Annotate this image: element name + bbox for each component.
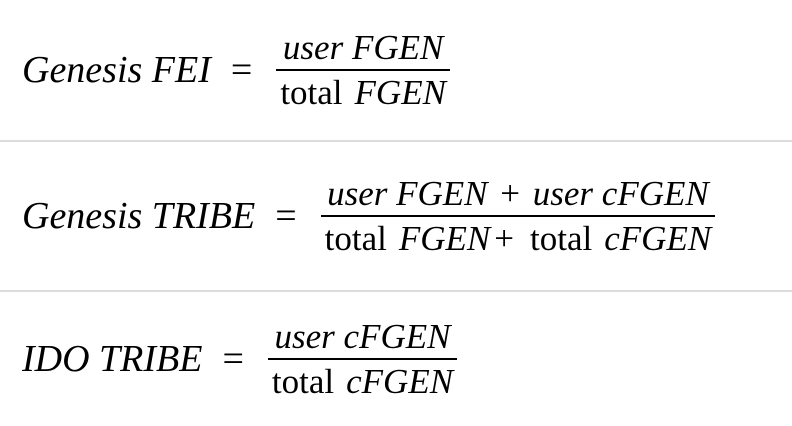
formula-genesis-tribe: Genesis TRIBE = user FGEN + user cFGEN t… bbox=[22, 173, 716, 258]
plus-sign: + bbox=[494, 218, 515, 258]
fraction-bar bbox=[320, 214, 716, 217]
formula-ido-tribe: IDO TRIBE = user cFGEN total cFGEN bbox=[22, 316, 458, 401]
denominator-word-1: total bbox=[324, 218, 387, 258]
formula-genesis-fei: Genesis FEI = user FGEN total FGEN bbox=[22, 27, 450, 112]
fraction-bar bbox=[267, 357, 458, 360]
denominator-word: total bbox=[271, 361, 335, 401]
formula-row-genesis-tribe: Genesis TRIBE = user FGEN + user cFGEN t… bbox=[0, 142, 792, 290]
denominator: total FGEN bbox=[276, 72, 450, 112]
denominator-word: total bbox=[280, 72, 343, 112]
equals-sign: = bbox=[275, 195, 297, 237]
divider bbox=[0, 290, 792, 292]
formula-row-ido-tribe: IDO TRIBE = user cFGEN total cFGEN bbox=[0, 292, 792, 426]
fraction-bar bbox=[276, 68, 450, 71]
denominator-term-2: cFGEN bbox=[604, 218, 712, 258]
denominator-term: cFGEN bbox=[346, 361, 454, 401]
numerator: user FGEN + user cFGEN bbox=[323, 173, 713, 213]
equals-sign: = bbox=[222, 338, 244, 380]
numerator-left: user FGEN bbox=[327, 173, 488, 213]
plus-sign: + bbox=[500, 173, 521, 213]
denominator: total FGEN+ total cFGEN bbox=[321, 218, 716, 258]
denominator: total cFGEN bbox=[268, 361, 457, 401]
divider bbox=[0, 140, 792, 142]
fraction: user FGEN total FGEN bbox=[276, 27, 450, 112]
formula-lhs: Genesis TRIBE bbox=[22, 195, 256, 237]
denominator-term: FGEN bbox=[354, 72, 446, 112]
formula-lhs: Genesis FEI bbox=[22, 49, 211, 91]
formula-lhs: IDO TRIBE bbox=[22, 338, 203, 380]
fraction: user cFGEN total cFGEN bbox=[267, 316, 458, 401]
formula-row-genesis-fei: Genesis FEI = user FGEN total FGEN bbox=[0, 0, 792, 140]
numerator-right: user cFGEN bbox=[532, 173, 709, 213]
numerator: user cFGEN bbox=[274, 316, 451, 356]
numerator: user FGEN bbox=[282, 27, 444, 67]
equals-sign: = bbox=[230, 49, 253, 91]
denominator-term-1: FGEN bbox=[398, 218, 491, 258]
denominator-word-2: total bbox=[530, 218, 593, 258]
